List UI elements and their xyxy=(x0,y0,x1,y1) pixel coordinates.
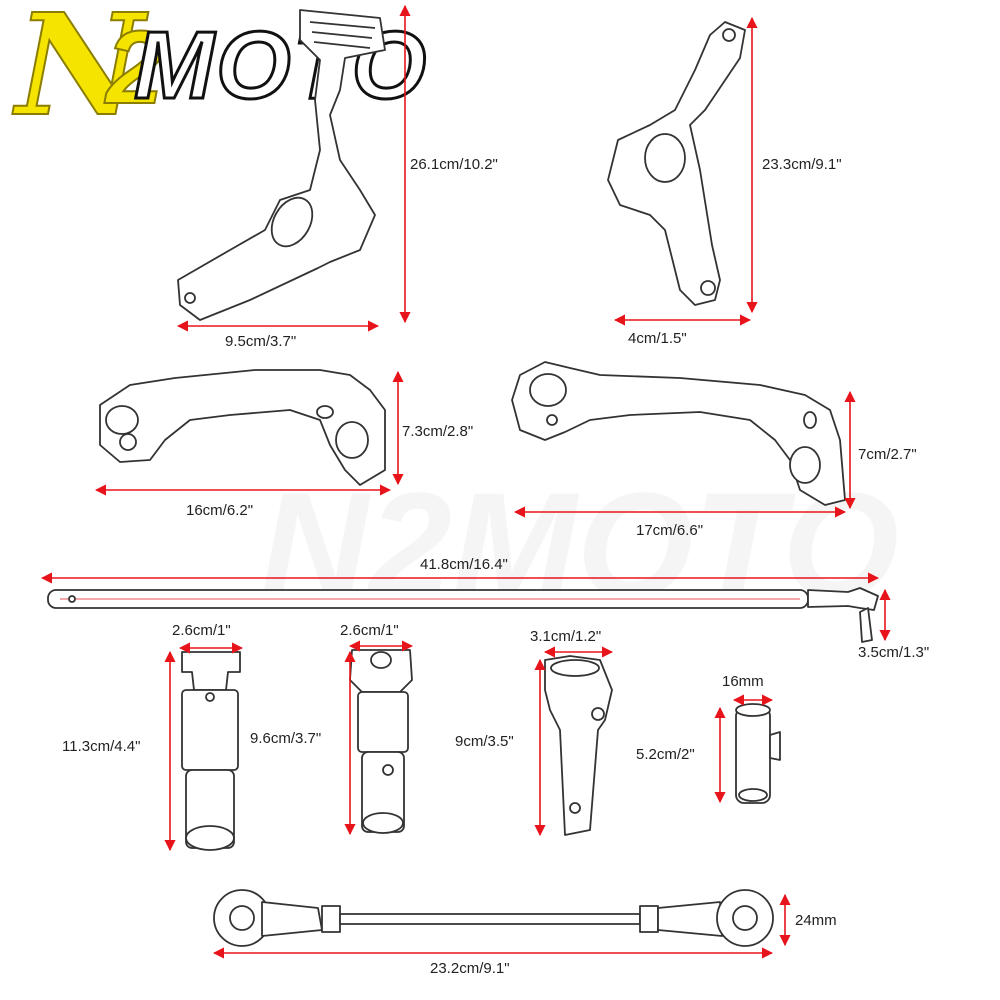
label-right-arm-height: 7cm/2.7" xyxy=(858,446,917,463)
label-brake-arm-height: 23.3cm/9.1" xyxy=(762,156,842,173)
brand-logo: N 2 MOTO xyxy=(14,0,474,150)
linkage-rod-part xyxy=(213,889,774,947)
label-rod-end-height: 3.5cm/1.3" xyxy=(858,644,930,661)
label-shifter-height: 26.1cm/10.2" xyxy=(410,156,498,173)
shift-lever-part xyxy=(544,655,613,836)
label-left-arm-height: 7.3cm/2.8" xyxy=(402,423,474,440)
logo-number-2: 2 xyxy=(105,10,165,126)
peg-one-part xyxy=(181,651,241,851)
label-peg1-width: 2.6cm/1" xyxy=(172,622,231,639)
pivot-bolt-part xyxy=(735,703,781,804)
label-right-arm-length: 17cm/6.6" xyxy=(636,522,704,539)
logo-letter-n: N xyxy=(15,0,145,148)
label-linkage-height: 24mm xyxy=(795,912,837,929)
label-lever-height: 9cm/3.5" xyxy=(455,733,514,750)
shifter-pedal-part xyxy=(177,9,386,321)
label-bolt-height: 5.2cm/2" xyxy=(636,746,695,763)
right-forward-arm-part xyxy=(511,361,846,506)
brake-arm-part xyxy=(607,21,746,306)
label-lever-width: 3.1cm/1.2" xyxy=(530,628,602,645)
label-peg1-height: 11.3cm/4.4" xyxy=(62,738,141,755)
label-brake-arm-width: 4cm/1.5" xyxy=(628,330,687,347)
shift-rod-part xyxy=(47,587,879,643)
label-shifter-width: 9.5cm/3.7" xyxy=(225,333,297,350)
left-forward-arm-part xyxy=(99,369,386,486)
label-rod-length: 41.8cm/16.4" xyxy=(420,556,508,573)
label-linkage-length: 23.2cm/9.1" xyxy=(430,960,510,977)
label-bolt-width: 16mm xyxy=(722,673,764,690)
peg-two-part xyxy=(349,649,413,834)
label-left-arm-length: 16cm/6.2" xyxy=(186,502,254,519)
label-peg2-width: 2.6cm/1" xyxy=(340,622,399,639)
label-peg2-height: 9.6cm/3.7" xyxy=(250,730,322,747)
